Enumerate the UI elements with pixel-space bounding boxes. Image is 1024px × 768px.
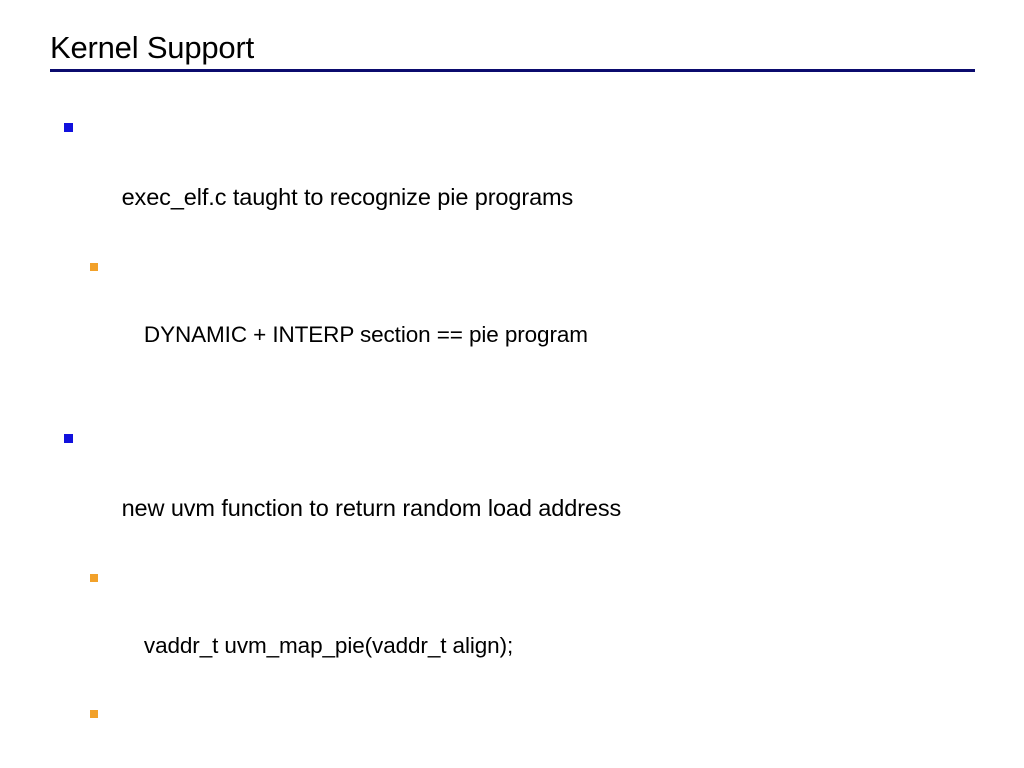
square-bullet-icon	[90, 263, 98, 271]
bullet-item-label: DYNAMIC + INTERP section == pie program	[143, 322, 588, 347]
bullet-item-level1: new uvm function to return random load a…	[0, 421, 1024, 561]
bullet-group-spacer	[0, 386, 1024, 421]
bullet-item-level1: exec_elf.c taught to recognize pie progr…	[0, 110, 1024, 250]
slide-body-bullet-list: exec_elf.c taught to recognize pie progr…	[0, 110, 1024, 768]
bullet-item-level2: DYNAMIC + INTERP section == pie program	[0, 250, 1024, 386]
square-bullet-icon	[90, 710, 98, 718]
page-title: Kernel Support	[50, 30, 254, 65]
square-bullet-icon	[90, 574, 98, 582]
bullet-item-label: vaddr_t uvm_map_pie(vaddr_t align);	[143, 633, 514, 658]
bullet-item-level2: VM_PIE_MAX_ADDR, VM_PIE_MIN_ADDR, VM_PIE…	[0, 697, 1024, 768]
bullet-item-label: exec_elf.c taught to recognize pie progr…	[121, 184, 574, 210]
square-bullet-icon	[64, 123, 73, 132]
bullet-item-level2: vaddr_t uvm_map_pie(vaddr_t align);	[0, 561, 1024, 697]
square-bullet-icon	[64, 434, 73, 443]
bullet-item-label: new uvm function to return random load a…	[121, 495, 622, 521]
title-underline-rule	[50, 69, 975, 72]
slide-title-block: Kernel Support	[50, 30, 975, 72]
